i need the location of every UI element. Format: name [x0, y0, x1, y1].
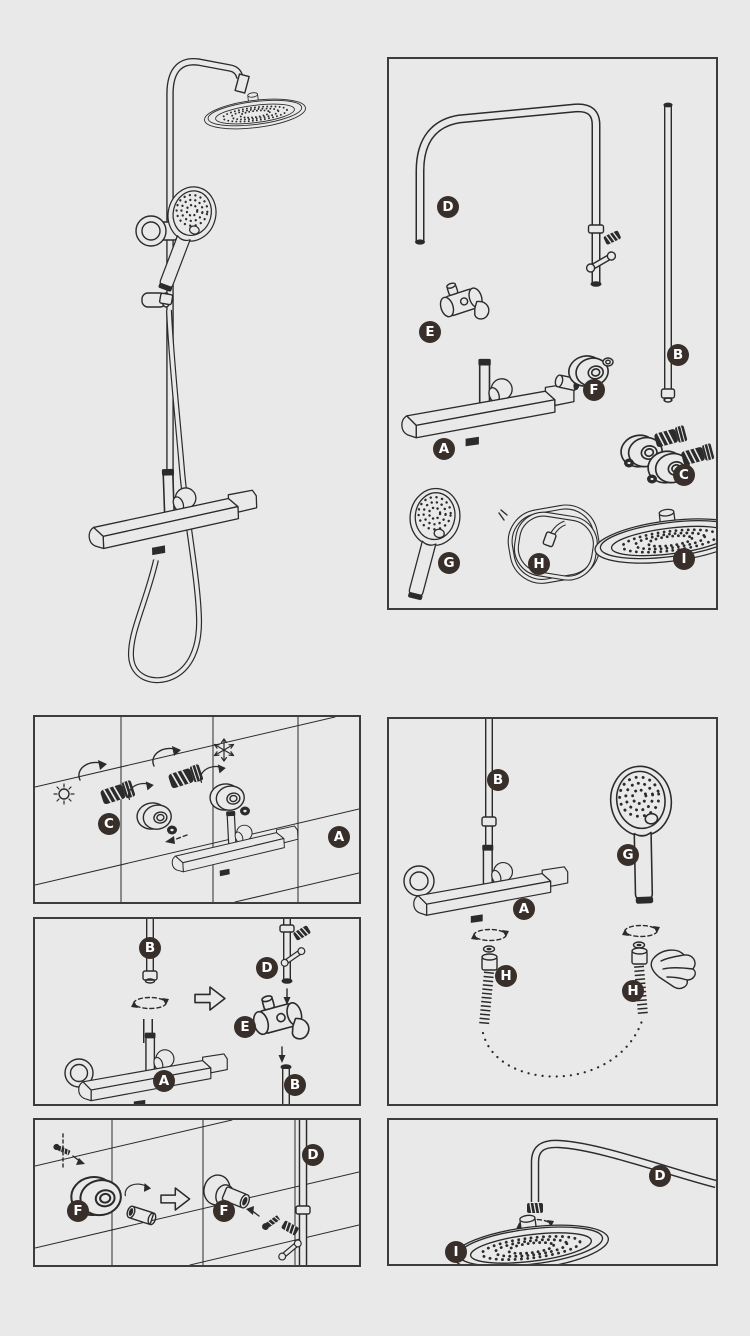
assembled-view: [30, 18, 370, 686]
step-label-B: B: [487, 769, 509, 791]
step5-drawing: [448, 1139, 716, 1264]
step-label-D: D: [302, 1144, 324, 1166]
step-label-F2: F: [213, 1200, 235, 1222]
part-label-B: B: [667, 344, 689, 366]
assembled-shower-drawing: [30, 57, 309, 684]
step-label-A: A: [513, 898, 535, 920]
part-label-H: H: [528, 553, 550, 575]
sun-icon: [53, 783, 75, 805]
step-label-B: B: [139, 937, 161, 959]
snowflake-icon: [213, 738, 235, 762]
hose-end-drawing: [479, 971, 494, 1026]
step-panel-3: F F D: [33, 1118, 361, 1267]
rotate-ellipse-icon: [621, 924, 661, 938]
step3-drawing: [35, 1120, 359, 1265]
parts-overview-panel: D B E F A C G H I: [387, 57, 718, 610]
step-label-H2: H: [622, 980, 644, 1002]
step-panel-5: D I: [387, 1118, 718, 1266]
rotate-ellipse-icon: [470, 928, 510, 942]
step-label-I: I: [445, 1241, 467, 1263]
step-label-B2: B: [284, 1074, 306, 1096]
step-label-D: D: [649, 1165, 671, 1187]
step1-drawing: [35, 717, 359, 902]
hose-route-dotted: [481, 1019, 644, 1078]
part-label-E: E: [419, 321, 441, 343]
rotate-ellipse-icon: [130, 996, 170, 1010]
screw-icon: [51, 1142, 72, 1157]
rain-head-drawing: [201, 85, 309, 135]
hand-drawing: [650, 949, 696, 990]
step2-drawing: [64, 919, 312, 1104]
step-label-C: C: [98, 813, 120, 835]
step-label-H: H: [495, 965, 517, 987]
valve-drawing: [87, 466, 258, 557]
step-label-D: D: [256, 957, 278, 979]
part-label-G: G: [438, 552, 460, 574]
step-panel-1: C A: [33, 715, 361, 904]
next-step-arrow-icon: [160, 1187, 191, 1211]
hose-coil-drawing: [498, 504, 601, 584]
tile-grid: [35, 717, 359, 902]
part-label-F: F: [583, 379, 605, 401]
insert-arrow-icon: [282, 988, 292, 1006]
insert-arrow-icon: [277, 1046, 287, 1064]
part-label-I: I: [673, 548, 695, 570]
part-label-A: A: [433, 438, 455, 460]
step-label-G: G: [617, 844, 639, 866]
part-label-D: D: [437, 196, 459, 218]
screw-icon: [260, 1214, 282, 1232]
rotate-arrow-icon: [123, 1178, 153, 1203]
step-label-A: A: [153, 1070, 175, 1092]
part-label-C: C: [673, 464, 695, 486]
step-panel-2: B D E A B: [33, 917, 361, 1106]
next-step-arrow-icon: [194, 986, 226, 1011]
step-label-E: E: [234, 1016, 256, 1038]
step-label-F: F: [67, 1200, 89, 1222]
step4-drawing: [403, 719, 696, 1078]
step-panel-4: B G A H H: [387, 717, 718, 1106]
step-label-A: A: [328, 826, 350, 848]
rotate-arrow-icon: [78, 759, 108, 781]
